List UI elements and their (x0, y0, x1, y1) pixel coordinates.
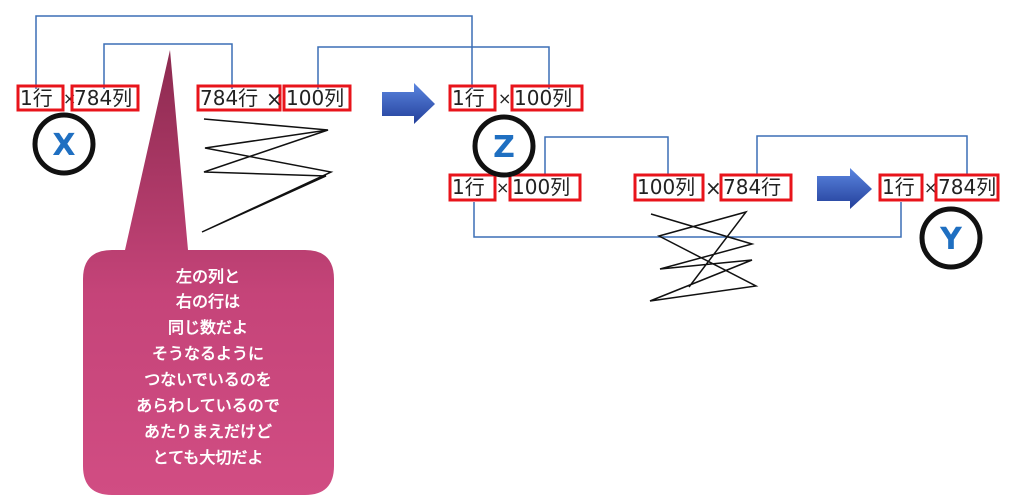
callout-line-7: あたりまえだけど (144, 422, 272, 441)
circle-z: Z (472, 114, 536, 178)
callout-bubble: 左の列と 右の行は 同じ数だよ そうなるように つないでいるのを あらわしている… (83, 50, 334, 495)
box-x-cols (70, 84, 140, 112)
circle-y-label: Y (939, 222, 963, 257)
matrix-y: 1行 × 784列 (878, 173, 1000, 202)
callout-line-2: 右の行は (176, 292, 240, 311)
matrix-w1: 784行 × 100列 (196, 84, 352, 112)
circle-x-label: X (52, 128, 75, 163)
arrow-right-icon-2 (817, 168, 872, 209)
connector-z2-rows-to-y-rows (473, 202, 902, 238)
circle-z-label: Z (493, 130, 515, 165)
callout-line-5: つないでいるのを (144, 370, 272, 389)
callout-line-6: あらわしているので (136, 396, 280, 415)
box-y-rows (878, 173, 924, 202)
x-rows-text: 1行 (20, 86, 53, 110)
w2-cols-text: 784行 (723, 175, 781, 199)
box-w1-cols (282, 84, 352, 112)
w1-cols-text: 100列 (286, 86, 344, 110)
connector-w1-cols-to-z-cols (317, 46, 550, 89)
box-w1-rows (196, 84, 282, 112)
connector-z2-cols-to-w2-rows (544, 136, 669, 175)
z2-cols-text: 100列 (512, 175, 570, 199)
connector-lines (35, 15, 968, 238)
callout-line-4: そうなるように (152, 344, 264, 363)
matrix-x: 1行 × 784列 (16, 84, 140, 112)
w1-rows-text: 784行 (200, 86, 258, 110)
box-z2-cols (508, 173, 582, 202)
z-times: × (498, 89, 511, 108)
box-z2-rows (448, 173, 497, 202)
callout-line-8: とても大切だよ (153, 448, 264, 467)
w2-times: × (705, 176, 722, 200)
w2-rows-text: 100列 (637, 175, 695, 199)
circle-y: Y (919, 206, 983, 270)
z2-times: × (496, 178, 509, 197)
y-cols-text: 784列 (938, 175, 996, 199)
box-x-rows (16, 84, 65, 112)
circle-x: X (32, 112, 96, 176)
y-times: × (924, 178, 937, 197)
callout-line-3: 同じ数だよ (168, 318, 248, 337)
x-cols-text: 784列 (74, 86, 132, 110)
matrix-z: 1行 × 100列 (448, 84, 584, 112)
cross-lines-2 (649, 210, 759, 302)
connector-x-cols-to-w1-rows (103, 43, 233, 89)
callout-line-1: 左の列と (175, 267, 240, 286)
z2-rows-text: 1行 (452, 175, 485, 199)
arrow-right-icon-1 (382, 83, 435, 124)
box-z-rows (448, 84, 497, 112)
box-y-cols (934, 173, 1000, 202)
y-rows-text: 1行 (882, 175, 915, 199)
z-rows-text: 1行 (452, 86, 485, 110)
connector-w2-cols-to-y-cols (756, 135, 968, 175)
w1-times: × (266, 87, 283, 111)
connector-x-to-z (35, 15, 473, 89)
box-w2-rows (633, 173, 705, 202)
z-cols-text: 100列 (514, 86, 572, 110)
box-z-cols (510, 84, 584, 112)
callout-text: 左の列と 右の行は 同じ数だよ そうなるように つないでいるのを あらわしている… (136, 267, 280, 467)
matrix-w2: 100列 × 784行 (633, 173, 793, 202)
cross-lines-1 (201, 118, 334, 233)
box-w2-cols (719, 173, 793, 202)
matrix-z2: 1行 × 100列 (448, 173, 582, 202)
